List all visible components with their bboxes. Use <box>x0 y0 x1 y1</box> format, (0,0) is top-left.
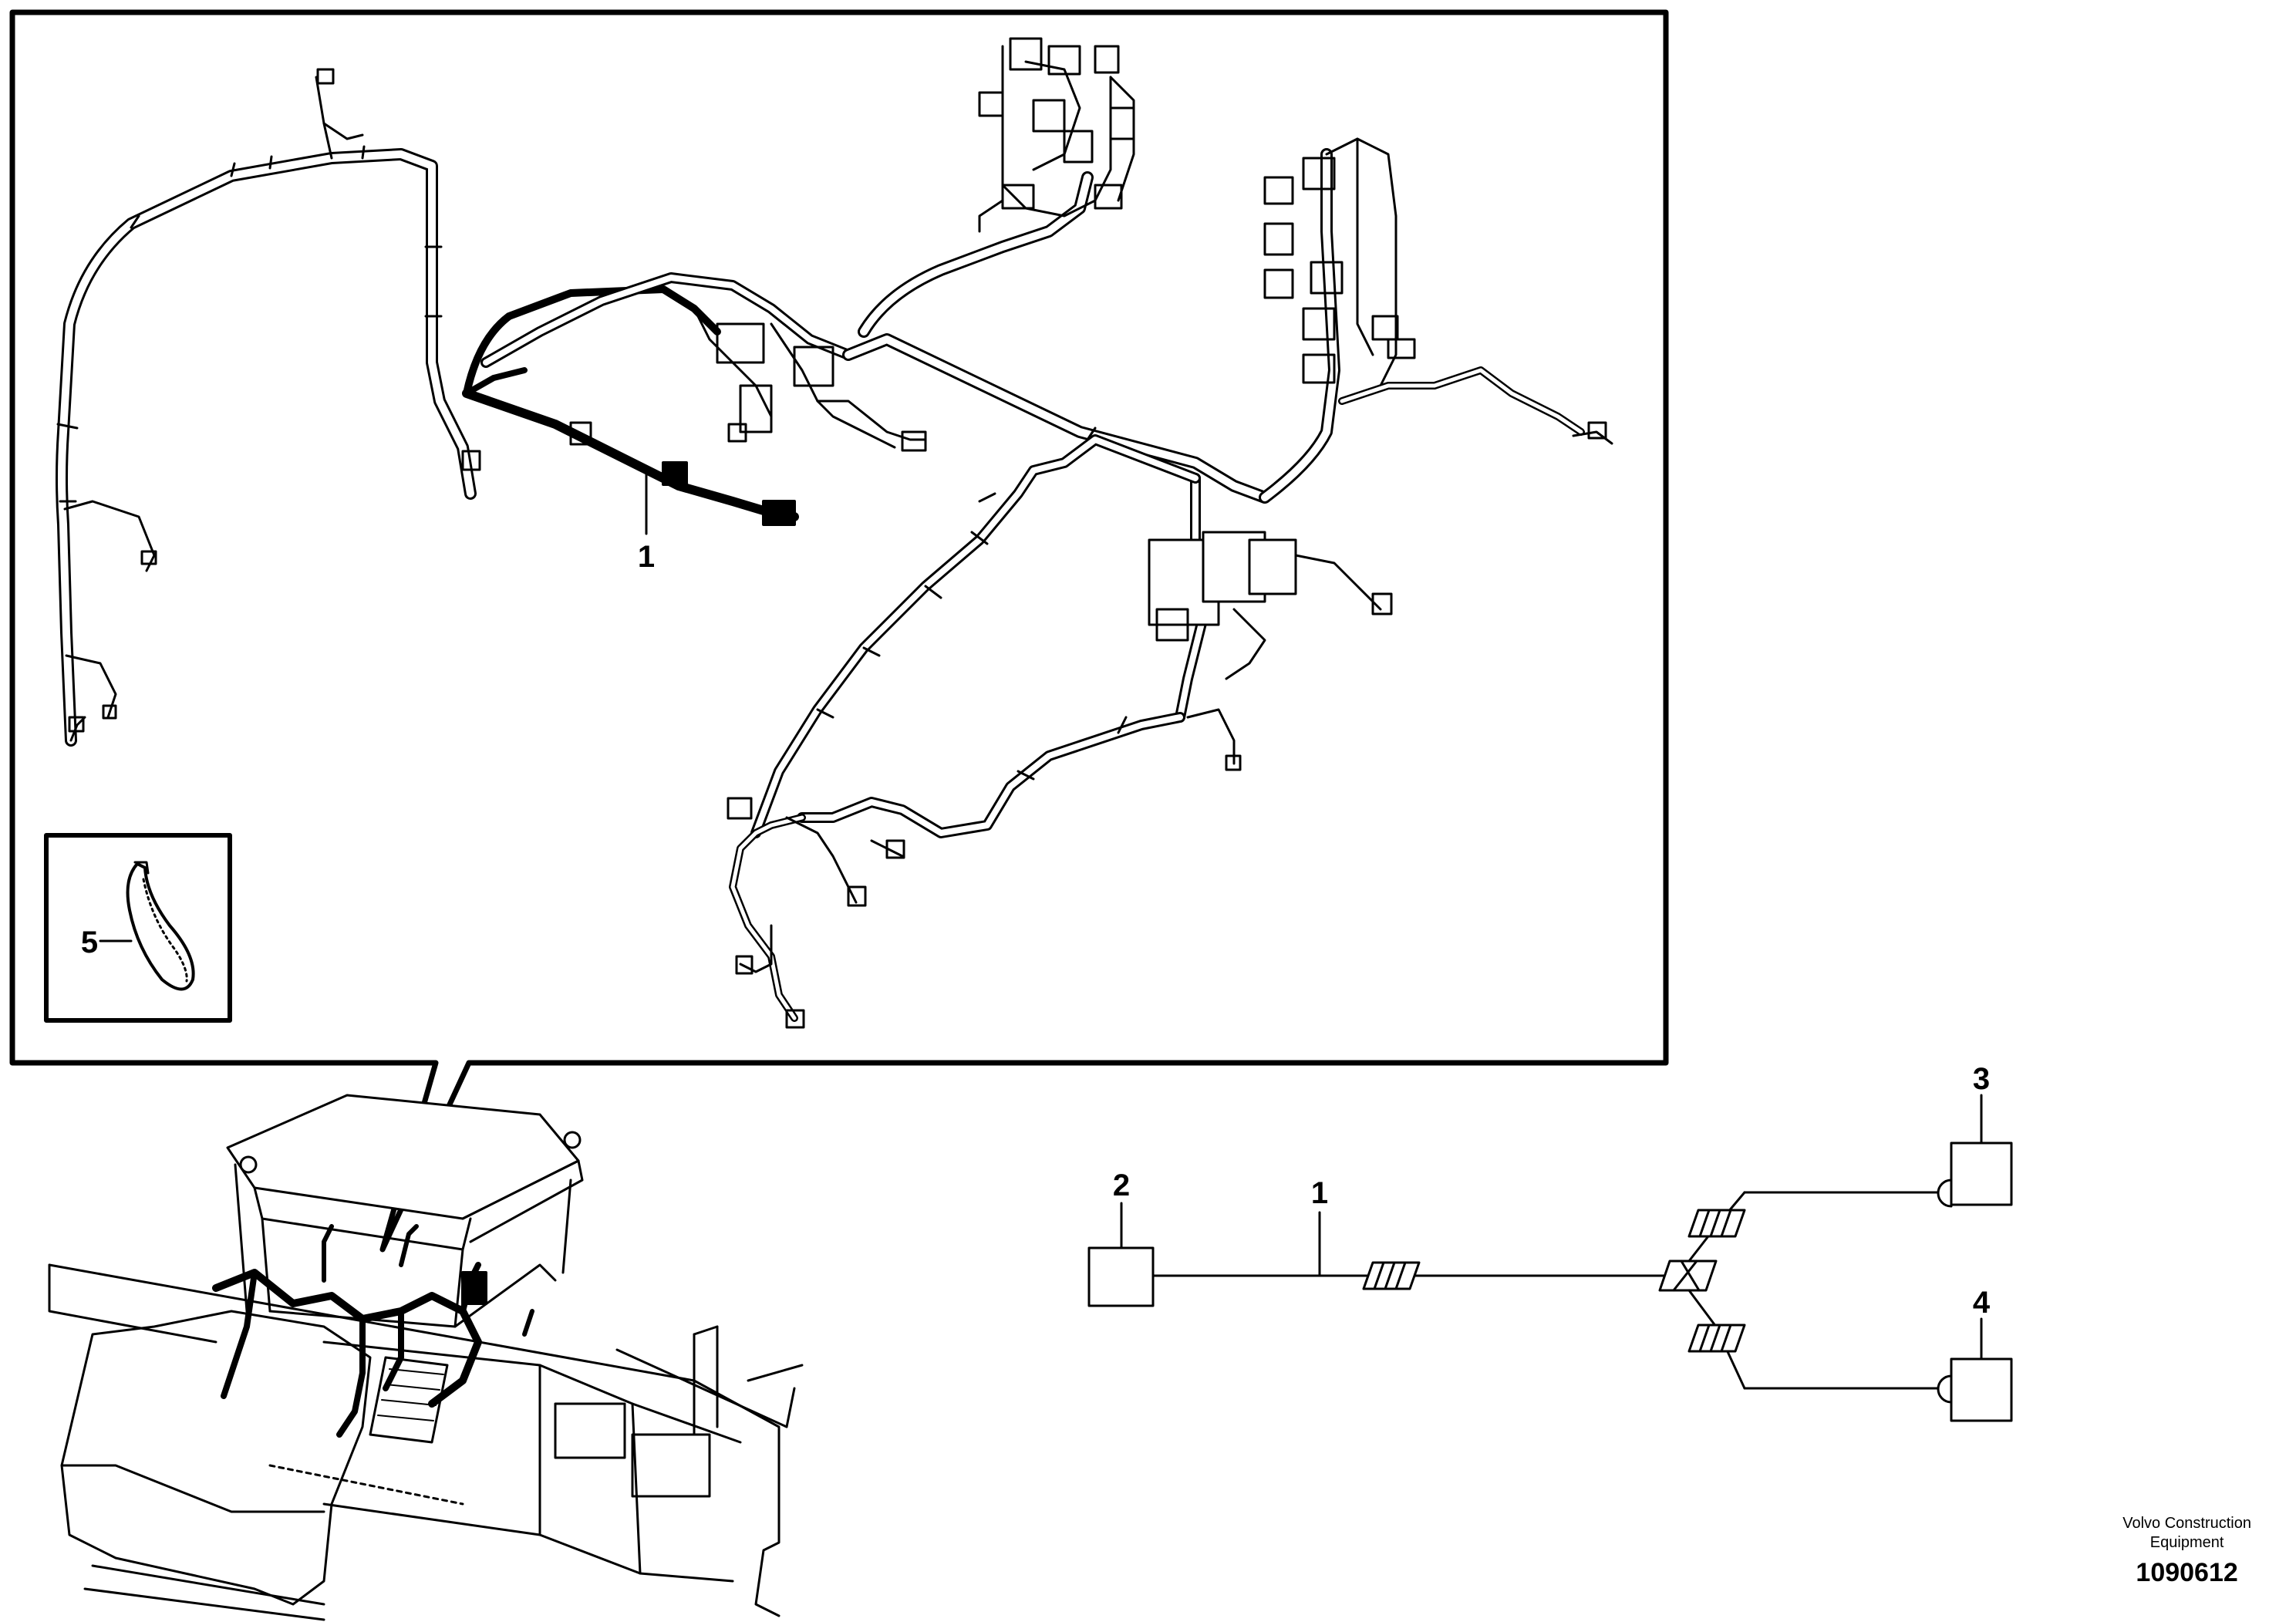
schematic-unit-box <box>1087 1246 1155 1307</box>
callout-harness-main: 1 <box>638 540 655 574</box>
cable-marker-lower <box>1687 1324 1746 1353</box>
schematic-connector-4 <box>1950 1357 2013 1422</box>
callout-schematic-unit: 2 <box>1113 1168 1130 1202</box>
brand-line-2: Equipment <box>2149 1534 2224 1551</box>
callout-schematic-cable: 1 <box>1311 1176 1328 1210</box>
doc-number: 1090612 <box>2136 1558 2238 1587</box>
callout-cable-tie: 5 <box>81 926 98 959</box>
cable-tie-inset <box>44 833 232 1023</box>
callout-schematic-connector-3: 3 <box>1973 1062 1990 1096</box>
cable-marker-upper <box>1687 1209 1746 1238</box>
footer-block: Volvo Construction Equipment 1090612 <box>2122 1514 2251 1590</box>
schematic-connector-3 <box>1950 1141 2013 1206</box>
callout-schematic-connector-4: 4 <box>1973 1286 1991 1320</box>
wiring-schematic <box>1087 1094 2013 1422</box>
junction-marker <box>1658 1259 1718 1292</box>
detail-frame <box>9 9 1669 1253</box>
machine-overview <box>48 1094 804 1621</box>
wiring-harness <box>56 37 1613 1029</box>
brand-line-1: Volvo Construction <box>2122 1515 2251 1532</box>
cable-marker-main <box>1362 1261 1421 1290</box>
